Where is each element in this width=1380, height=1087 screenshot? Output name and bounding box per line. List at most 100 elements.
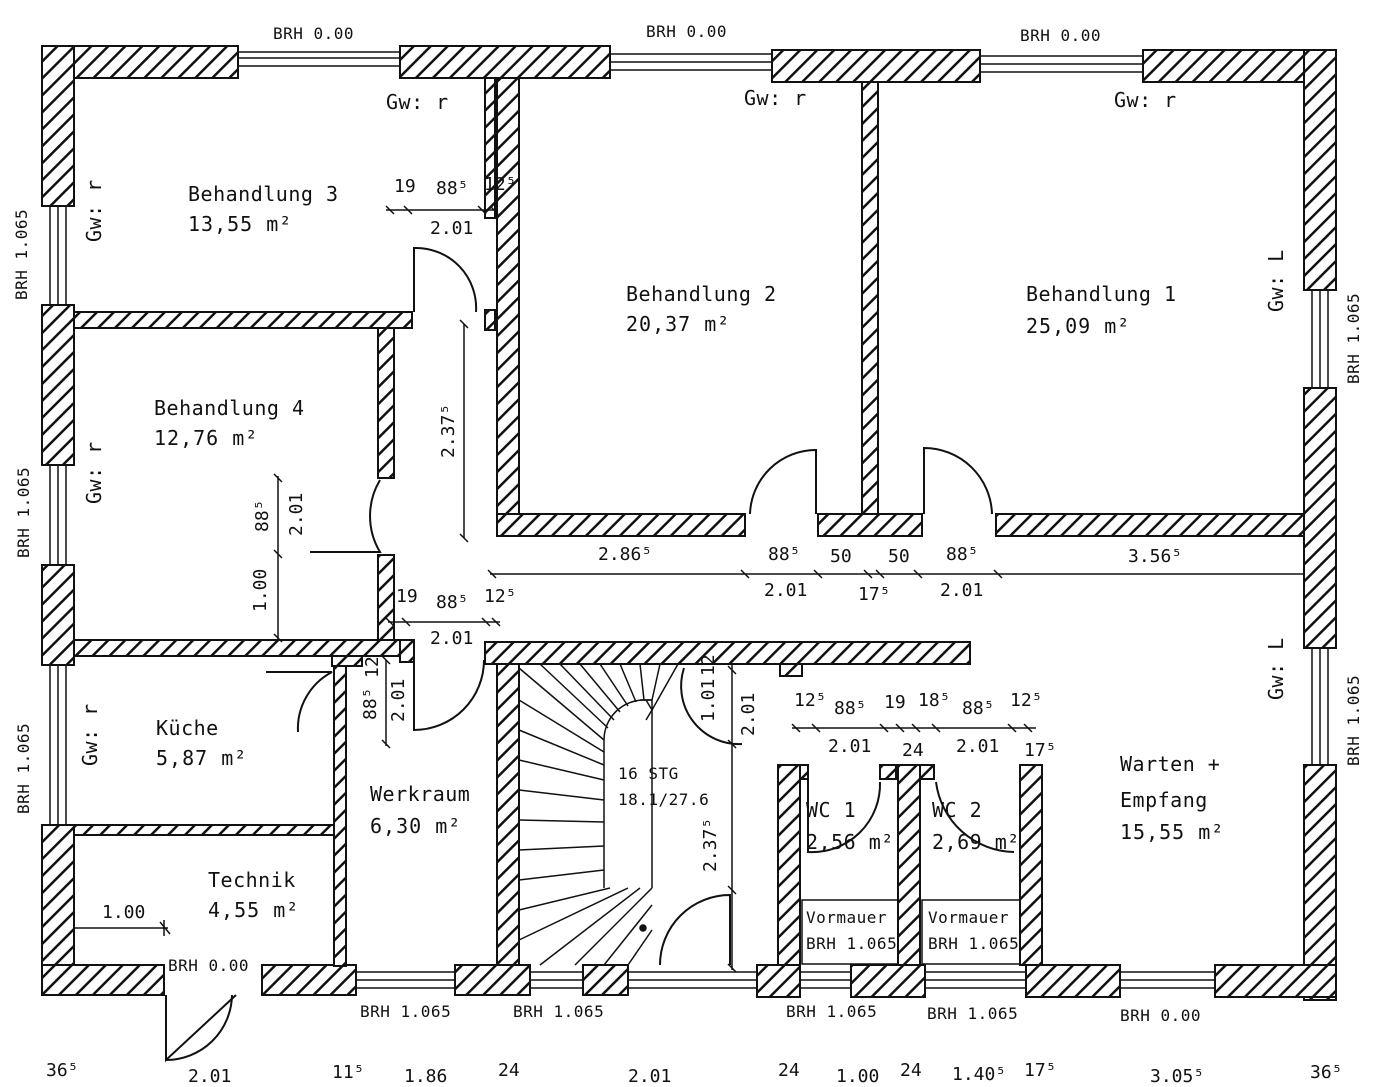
room-behandlung-4-area: 12,76 m² bbox=[154, 426, 259, 450]
glass-label-top-3: Gw: r bbox=[1114, 88, 1177, 112]
room-technik-area: 4,55 m² bbox=[208, 898, 300, 922]
dim-label: 24 bbox=[498, 1060, 520, 1081]
room-wc-1-name: WC 1 bbox=[806, 798, 857, 822]
vormauer-label-2: Vormauer bbox=[928, 908, 1010, 927]
dim-label: 2.01 bbox=[628, 1066, 672, 1087]
dimension-lines bbox=[74, 205, 1304, 973]
stairs-label-steps: 16 STG bbox=[618, 764, 679, 783]
glass-label-top-1: Gw: r bbox=[386, 90, 449, 114]
dim-label: 12 bbox=[362, 656, 383, 678]
dim-label: 88⁵ bbox=[252, 499, 273, 532]
room-behandlung-1-name: Behandlung 1 bbox=[1026, 282, 1177, 306]
dim-label: 17⁵ bbox=[1024, 1060, 1057, 1081]
room-warten-name-2: Empfang bbox=[1120, 788, 1208, 812]
dim-label: 1.40⁵ bbox=[952, 1064, 1007, 1085]
dim-label: 2.01 bbox=[738, 692, 759, 736]
dim-label: 11⁵ bbox=[332, 1062, 365, 1083]
room-behandlung-1-area: 25,09 m² bbox=[1026, 314, 1131, 338]
dim-label: 1.01 bbox=[698, 678, 719, 722]
dim-label: 88⁵ bbox=[962, 698, 995, 719]
glass-label-top-2: Gw: r bbox=[744, 86, 807, 110]
dim-label: 24 bbox=[902, 740, 924, 761]
staircase bbox=[518, 663, 679, 966]
brh-label-top-3: BRH 0.00 bbox=[1020, 26, 1102, 45]
room-behandlung-2-name: Behandlung 2 bbox=[626, 282, 777, 306]
dim-label: 88⁵ bbox=[360, 687, 381, 720]
room-behandlung-4-name: Behandlung 4 bbox=[154, 396, 305, 420]
dim-label: 12⁵ bbox=[484, 586, 517, 607]
dim-label: 2.01 bbox=[940, 580, 984, 601]
dim-label: 88⁵ bbox=[436, 178, 469, 199]
brh-label-right-1: BRH 1.065 bbox=[1344, 292, 1363, 384]
dim-label: 24 bbox=[900, 1060, 922, 1081]
dim-label: 2.01 bbox=[828, 736, 872, 757]
dim-label: 88⁵ bbox=[436, 592, 469, 613]
dim-label: 3.56⁵ bbox=[1128, 546, 1183, 567]
dim-label: 2.01 bbox=[286, 492, 307, 536]
dim-label: 3.05⁵ bbox=[1150, 1066, 1205, 1087]
room-wc-1-area: 2,56 m² bbox=[806, 830, 894, 854]
brh-label-left-3: BRH 1.065 bbox=[14, 722, 33, 814]
brh-label-bottom-1: BRH 1.065 bbox=[360, 1002, 452, 1021]
vormauer-brh-2: BRH 1.065 bbox=[928, 934, 1020, 953]
brh-label-bottom-4: BRH 1.065 bbox=[927, 1004, 1019, 1023]
brh-label-right-2: BRH 1.065 bbox=[1344, 674, 1363, 766]
dim-label: 88⁵ bbox=[768, 544, 801, 565]
glass-label-right-1: Gw: L bbox=[1264, 249, 1288, 312]
dim-label: 24 bbox=[778, 1060, 800, 1081]
dim-label: 1.00 bbox=[836, 1066, 880, 1087]
dim-label: 2.86⁵ bbox=[598, 544, 653, 565]
dim-label: 19 bbox=[394, 176, 416, 197]
dim-label: 1.00 bbox=[250, 568, 271, 612]
glass-label-left-3: Gw: r bbox=[78, 703, 102, 766]
brh-label-top-2: BRH 0.00 bbox=[646, 22, 728, 41]
dim-label: 2.01 bbox=[388, 678, 409, 722]
dim-label: 12 bbox=[698, 654, 719, 676]
vormauer-label-1: Vormauer bbox=[806, 908, 888, 927]
dim-label: 88⁵ bbox=[946, 544, 979, 565]
dim-label: 2.01 bbox=[764, 580, 808, 601]
room-kueche-name: Küche bbox=[156, 716, 219, 740]
dim-label: 2.01 bbox=[430, 628, 474, 649]
vormauer-brh-1: BRH 1.065 bbox=[806, 934, 898, 953]
dim-label: 17⁵ bbox=[1024, 740, 1057, 761]
room-behandlung-3-name: Behandlung 3 bbox=[188, 182, 339, 206]
glass-label-left-2: Gw: r bbox=[82, 441, 106, 504]
room-behandlung-3-area: 13,55 m² bbox=[188, 212, 293, 236]
dim-label: 1.86 bbox=[404, 1066, 448, 1087]
doors bbox=[165, 246, 1015, 1063]
dim-label: 18⁵ bbox=[918, 690, 951, 711]
dim-label: 2.37⁵ bbox=[700, 817, 721, 872]
brh-label-top-1: BRH 0.00 bbox=[273, 24, 355, 43]
interior-walls bbox=[73, 77, 1305, 967]
brh-label-left-2: BRH 1.065 bbox=[14, 466, 33, 558]
dim-label: 36⁵ bbox=[1310, 1062, 1343, 1083]
room-wc-2-area: 2,69 m² bbox=[932, 830, 1020, 854]
stairs-label-ratio: 18.1/27.6 bbox=[618, 790, 710, 809]
dim-label: 19 bbox=[396, 586, 418, 607]
windows bbox=[49, 51, 1329, 989]
brh-label-bottom-2: BRH 1.065 bbox=[513, 1002, 605, 1021]
dim-label: 2.01 bbox=[430, 218, 474, 239]
dim-label: 50 bbox=[888, 546, 910, 567]
room-werkraum-name: Werkraum bbox=[370, 782, 471, 806]
dim-label: 2.01 bbox=[188, 1066, 232, 1087]
room-warten-name-1: Warten + bbox=[1120, 752, 1221, 776]
glass-label-left-1: Gw: r bbox=[82, 179, 106, 242]
brh-label-left-1: BRH 1.065 bbox=[12, 208, 31, 300]
glass-label-right-2: Gw: L bbox=[1264, 637, 1288, 700]
room-wc-2-name: WC 2 bbox=[932, 798, 983, 822]
room-behandlung-2-area: 20,37 m² bbox=[626, 312, 731, 336]
room-technik-name: Technik bbox=[208, 868, 296, 892]
room-kueche-area: 5,87 m² bbox=[156, 746, 248, 770]
dim-label: 50 bbox=[830, 546, 852, 567]
dim-label: 19 bbox=[884, 692, 906, 713]
dim-label: 12⁵ bbox=[794, 690, 827, 711]
room-warten-area: 15,55 m² bbox=[1120, 820, 1225, 844]
exterior-walls bbox=[41, 45, 1337, 1001]
dim-label: 12⁵ bbox=[1010, 690, 1043, 711]
dim-label: 17⁵ bbox=[858, 584, 891, 605]
room-werkraum-area: 6,30 m² bbox=[370, 814, 462, 838]
brh-label-bottom-technik: BRH 0.00 bbox=[168, 956, 250, 975]
